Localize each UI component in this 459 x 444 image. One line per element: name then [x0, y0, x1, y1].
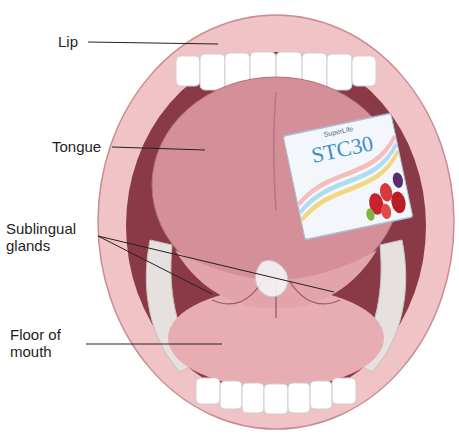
fruit-picture [391, 172, 404, 189]
fruit-picture [380, 203, 393, 220]
part-label: Floor of mouth [10, 326, 84, 360]
sachet-packet: SuperLifeSTC30 [282, 112, 414, 242]
part-label: Lip [58, 33, 98, 50]
fruit-picture [365, 208, 375, 222]
part-label: Sublingual glands [6, 220, 96, 254]
tongue-groove [274, 92, 276, 210]
part-label: Tongue [52, 138, 112, 155]
fruit-picture [389, 190, 407, 214]
mouth-cavity [126, 52, 426, 400]
lips [98, 15, 454, 429]
lower-teeth [196, 378, 356, 414]
gel-drop [255, 260, 287, 296]
